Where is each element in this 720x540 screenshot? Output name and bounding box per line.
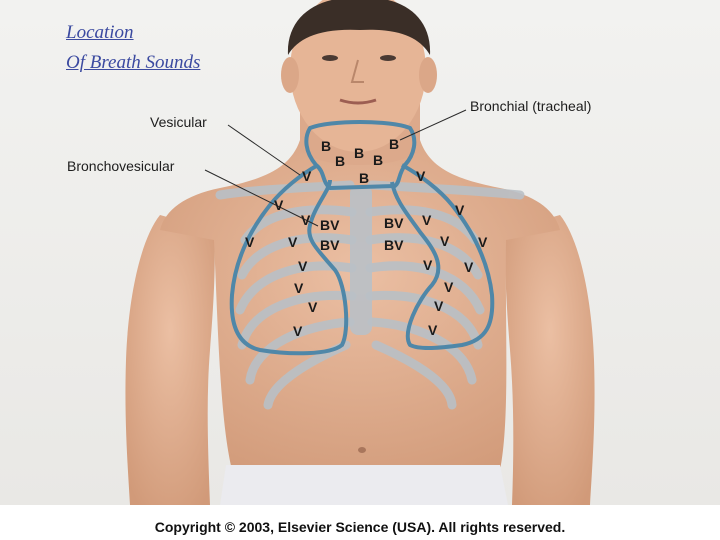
- vesicular-marker: V: [423, 257, 433, 273]
- bronchial-marker: B: [359, 170, 369, 186]
- bronchovesicular-marker: BV: [320, 217, 340, 233]
- vesicular-marker: V: [298, 258, 308, 274]
- title-line-1: Location: [66, 22, 134, 43]
- vesicular-marker: V: [308, 299, 318, 315]
- nose: [350, 59, 364, 83]
- bronchial-markers: B B B B B B: [321, 136, 399, 186]
- vesicular-marker: V: [455, 202, 465, 218]
- vesicular-marker: V: [302, 168, 312, 184]
- vesicular-marker: V: [245, 234, 255, 250]
- hair: [287, 0, 431, 55]
- vesicular-marker: V: [294, 280, 304, 296]
- mouth: [339, 98, 377, 105]
- left-ear: [281, 57, 299, 93]
- sternum: [350, 185, 372, 335]
- bronchovesicular-marker: BV: [320, 237, 340, 253]
- vesicular-marker: V: [288, 234, 298, 250]
- title-line-2: Of Breath Sounds: [66, 52, 201, 73]
- right-eye: [380, 55, 396, 61]
- bronchial-marker: B: [389, 136, 399, 152]
- waistband: [220, 465, 508, 505]
- bronchial-leader-line: [399, 109, 467, 141]
- vesicular-marker: V: [428, 322, 438, 338]
- vesicular-markers: V V V V V V V V V V V V V V V V V V V: [245, 168, 488, 339]
- bronchovesicular-markers: BV BV BV BV: [320, 215, 404, 253]
- navel: [358, 447, 366, 453]
- vesicular-marker: V: [293, 323, 303, 339]
- vesicular-marker: V: [416, 168, 426, 184]
- left-lung-outline: [390, 163, 495, 350]
- right-lung-outline: [229, 163, 349, 356]
- bronchovesicular-callout-label: Bronchovesicular: [67, 158, 175, 174]
- bronchial-marker: B: [321, 138, 331, 154]
- vesicular-marker: V: [434, 298, 444, 314]
- vesicular-marker: V: [444, 279, 454, 295]
- bronchovesicular-marker: BV: [384, 215, 404, 231]
- vesicular-marker: V: [301, 212, 311, 228]
- footer-band: [0, 505, 720, 540]
- head: [290, 0, 426, 152]
- right-arm: [505, 215, 595, 505]
- vesicular-leader-line: [227, 124, 301, 176]
- bronchial-marker: B: [354, 145, 364, 161]
- right-ear: [419, 57, 437, 93]
- vesicular-marker: V: [422, 212, 432, 228]
- vesicular-marker: V: [464, 259, 474, 275]
- bronchial-callout-label: Bronchial (tracheal): [470, 98, 592, 114]
- bronchovesicular-marker: BV: [384, 237, 404, 253]
- bronchial-marker: B: [335, 153, 345, 169]
- vesicular-marker: V: [274, 197, 284, 213]
- vesicular-marker: V: [478, 234, 488, 250]
- vesicular-marker: V: [440, 233, 450, 249]
- bronchial-marker: B: [373, 152, 383, 168]
- bronchovesicular-leader-line: [204, 169, 319, 227]
- vesicular-callout-label: Vesicular: [150, 114, 207, 130]
- left-eye: [322, 55, 338, 61]
- copyright-footer: Copyright © 2003, Elsevier Science (USA)…: [154, 519, 566, 535]
- lung-outlines: [229, 120, 495, 356]
- left-arm: [125, 215, 215, 505]
